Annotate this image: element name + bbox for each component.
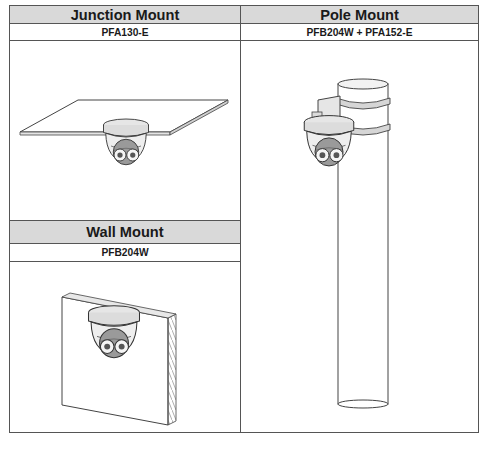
part-code: PFB204W [10,244,240,261]
column-header: Junction Mount [10,6,240,23]
wall-panel [62,293,176,425]
wall-camera [89,306,140,358]
part-code: PFB204W + PFA152-E [241,24,478,40]
pole-camera [304,116,354,166]
column-header: Pole Mount [241,6,478,23]
junction-camera [104,119,149,165]
part-code: PFA130-E [10,24,240,40]
column-header: Wall Mount [10,221,240,243]
